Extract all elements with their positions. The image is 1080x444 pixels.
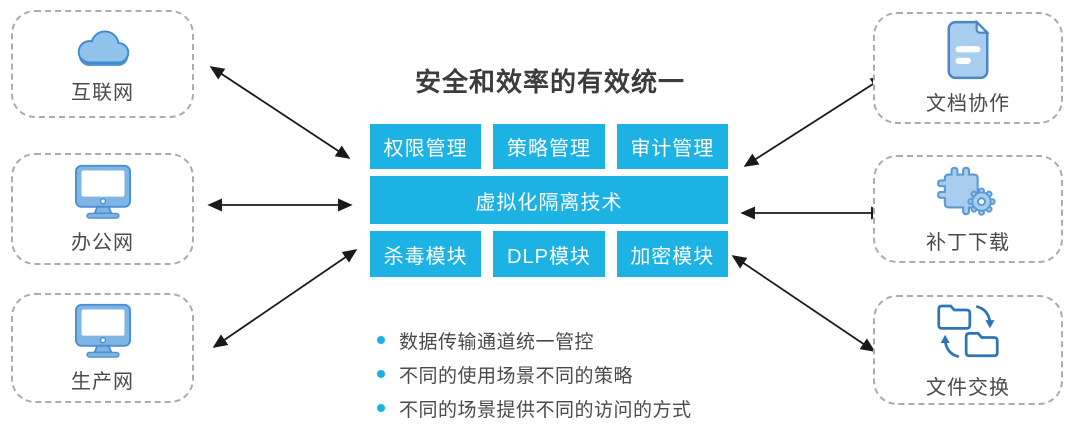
node-patch-download: 补丁下载 <box>873 155 1063 263</box>
box-antivirus-module: 杀毒模块 <box>370 231 482 277</box>
node-label-exchange: 文件交换 <box>926 377 1010 399</box>
cloud-icon <box>70 23 136 69</box>
bullet-item: 数据传输通道统一管控 <box>377 323 692 357</box>
bullet-item: 不同的使用场景不同的策略 <box>377 357 692 391</box>
patch-gear-icon <box>937 163 999 219</box>
box-encryption-module: 加密模块 <box>616 231 728 277</box>
arrow-core-exchange <box>731 255 876 352</box>
isolation-row: 虚拟化隔离技术 <box>370 176 728 224</box>
monitor-icon <box>73 302 133 358</box>
node-label-docs: 文档协作 <box>926 93 1010 115</box>
node-internet: 互联网 <box>11 10 194 118</box>
document-icon <box>943 20 993 80</box>
node-file-exchange: 文件交换 <box>873 295 1063 405</box>
bullet-text: 不同的使用场景不同的策略 <box>399 365 634 387</box>
box-permission-management: 权限管理 <box>370 124 482 169</box>
box-dlp-module: DLP模块 <box>493 231 605 277</box>
folder-swap-icon <box>933 300 1003 364</box>
feature-bullets: 数据传输通道统一管控 不同的使用场景不同的策略 不同的场景提供不同的访问的方式 <box>377 323 692 425</box>
bullet-text: 不同的场景提供不同的访问的方式 <box>399 399 692 421</box>
page-title: 安全和效率的有效统一 <box>414 67 685 97</box>
bullet-item: 不同的场景提供不同的访问的方式 <box>377 391 692 425</box>
node-label-patch: 补丁下载 <box>926 232 1010 254</box>
bullet-dot-icon <box>377 336 385 344</box>
node-document-collaboration: 文档协作 <box>873 12 1063 124</box>
bullet-dot-icon <box>377 370 385 378</box>
management-row: 权限管理 策略管理 审计管理 <box>370 124 728 169</box>
node-production-network: 生产网 <box>11 293 194 403</box>
box-virtualization-isolation: 虚拟化隔离技术 <box>370 176 728 224</box>
core-stack: 权限管理 策略管理 审计管理 虚拟化隔离技术 杀毒模块 DLP模块 加密模块 <box>370 124 728 284</box>
node-label-production: 生产网 <box>71 371 134 393</box>
arrow-core-docs <box>743 76 886 167</box>
box-policy-management: 策略管理 <box>493 124 605 169</box>
node-office-network: 办公网 <box>11 153 194 265</box>
node-label-office: 办公网 <box>71 232 134 254</box>
monitor-icon <box>73 163 133 219</box>
node-label-internet: 互联网 <box>71 82 134 104</box>
bullet-dot-icon <box>377 404 385 412</box>
module-row: 杀毒模块 DLP模块 加密模块 <box>370 231 728 277</box>
arrow-production-core <box>212 249 358 348</box>
bullet-text: 数据传输通道统一管控 <box>399 331 595 353</box>
box-audit-management: 审计管理 <box>616 124 728 169</box>
arrow-internet-core <box>209 66 351 159</box>
